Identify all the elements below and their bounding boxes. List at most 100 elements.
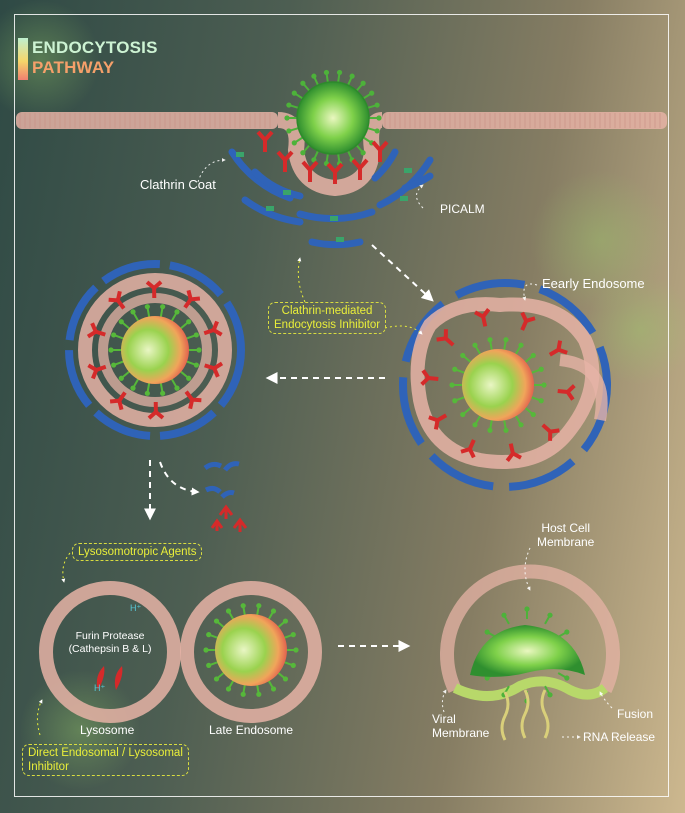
spike-tip [130, 385, 136, 391]
spike-tip [282, 676, 289, 682]
top-receptors [256, 130, 389, 184]
ace2-receptor [428, 413, 448, 430]
ace2-receptor [371, 140, 389, 162]
ace2-receptor [474, 308, 491, 327]
spike-tip [225, 686, 232, 692]
spike-tip [206, 662, 212, 668]
spike-tip [193, 362, 199, 368]
diagram-title: ENDOCYTOSIS PATHWAY [18, 38, 158, 80]
ace2-receptor [436, 329, 455, 347]
furin-protease-line-1: Furin Protease [75, 630, 145, 642]
lysosome-label: Lysosome [80, 723, 135, 737]
coated-vesicle [65, 260, 245, 440]
spike-tip [111, 332, 117, 338]
spike-tip [256, 691, 262, 697]
spike-tip [547, 692, 553, 698]
host-cell-membrane-line-2: Membrane [537, 535, 595, 549]
spike-tip [547, 612, 553, 618]
spike-tip [130, 309, 136, 315]
ace2-receptor [351, 158, 369, 180]
host-cell-membrane-label: Host Cell Membrane [537, 521, 594, 549]
proton-marker-1: H⁺ [130, 603, 142, 613]
spike-tip [503, 337, 509, 343]
late-endosome-label: Late Endosome [209, 723, 294, 737]
spike-tip [213, 618, 220, 624]
ace2-receptor [184, 390, 202, 410]
ace2-receptor [147, 401, 165, 420]
spike-tip [487, 337, 493, 343]
ace2-receptor [204, 361, 224, 378]
furin-protease-label: Furin Protease (Cathepsin B & L) [62, 630, 158, 656]
spike-tip [530, 411, 536, 418]
direct-inhibitor-label: Direct Endosomal / Lysosomal Inhibitor [22, 744, 189, 776]
spike-tip [160, 304, 166, 310]
clathrin-inhibitor-label: Clathrin-mediated Endocytosis Inhibitor [268, 302, 387, 334]
spike-tip [564, 675, 570, 681]
spike-tip [118, 375, 124, 381]
spike-tip [286, 102, 292, 108]
spike-tip [193, 332, 199, 338]
spike-tip [174, 385, 180, 391]
spike-tip [144, 390, 150, 396]
membrane-lipid-ticks [19, 113, 661, 128]
viral-membrane-label: Viral Membrane [432, 712, 489, 740]
direct-inhibitor-line-2: Inhibitor [28, 761, 69, 773]
clathrin-fragments [203, 461, 248, 532]
host-cell-membrane-line-1: Host Cell [541, 521, 591, 535]
late-endosome [180, 581, 322, 723]
spike-tip [270, 608, 277, 614]
spike-tip [460, 411, 466, 418]
viral-membrane-line-1: Viral [432, 712, 456, 726]
ace2-receptor [145, 280, 163, 299]
ace2-receptor [548, 340, 568, 357]
ace2-receptor [326, 162, 344, 184]
spike-tip [541, 382, 547, 388]
ace2-receptor [460, 439, 476, 459]
spike-tip [300, 150, 306, 156]
direct-inhibitor-line-1: Direct Endosomal / Lysosomal [28, 747, 183, 759]
proton-marker-2: H⁺ [94, 683, 106, 693]
spike-tip [291, 140, 297, 146]
spike-tip [225, 608, 232, 614]
spike-tip [290, 662, 296, 668]
fusion-label: Fusion [617, 707, 654, 721]
virus-entering [284, 69, 382, 167]
fusion-vesicle [440, 564, 620, 741]
spike-tip [487, 427, 493, 433]
spike-tip [108, 347, 114, 353]
spike-tip [376, 115, 382, 121]
spike-tip [360, 150, 366, 156]
spike-tip [323, 69, 330, 76]
spike-tip [311, 73, 317, 79]
spike-tip [240, 603, 246, 609]
spike-tip [501, 612, 507, 618]
early-endosome [399, 279, 611, 491]
spike-tip [360, 80, 366, 86]
callout-lines [197, 158, 613, 739]
clathrin-coat-label: Clathrin Coat [140, 177, 216, 192]
spike-tip [452, 398, 458, 404]
lysosome [39, 581, 181, 723]
spike-tip [524, 606, 530, 612]
spike-tip [449, 382, 455, 388]
spike-tip [291, 90, 297, 96]
ace2-receptor [557, 384, 576, 401]
ace2-receptor [520, 311, 536, 331]
ace2-receptor [276, 150, 294, 172]
spike-tip [240, 691, 246, 697]
spike-tip [118, 319, 124, 325]
picalm-label: PICALM [440, 202, 485, 216]
spike-tip [538, 366, 544, 372]
rna-release-label: RNA Release [583, 730, 656, 744]
spike-tip [286, 128, 292, 134]
spike-tip [369, 90, 375, 96]
spike-tip [111, 362, 117, 368]
ace2-receptor [541, 423, 560, 441]
clathrin-inhibitor-line-1: Clathrin-mediated [281, 305, 373, 317]
spike-tip [174, 309, 180, 315]
ace2-receptor [505, 443, 522, 462]
spike-tip [284, 115, 290, 121]
ace2-receptor [87, 363, 107, 380]
spike-tip [484, 629, 490, 635]
